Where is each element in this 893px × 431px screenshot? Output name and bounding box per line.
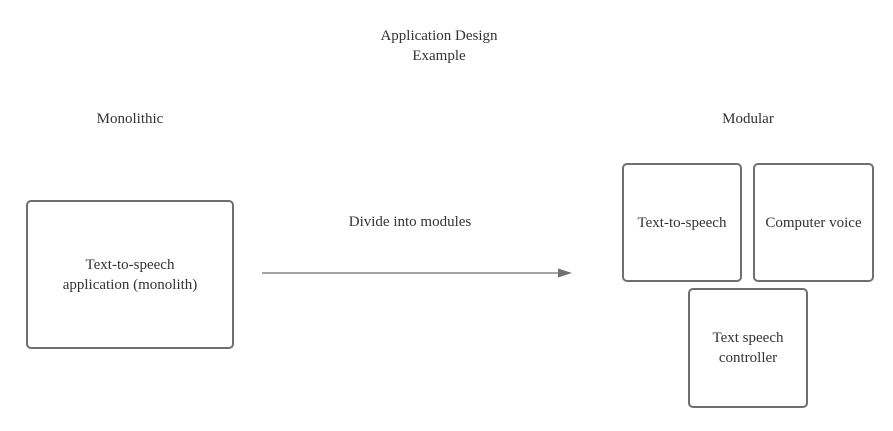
module-label: Text-to-speech	[637, 214, 727, 231]
module-box-text-speech-controller: Text speech controller	[688, 288, 808, 408]
module-box-text-to-speech: Text-to-speech	[622, 163, 742, 282]
module-box-computer-voice: Computer voice	[753, 163, 874, 282]
arrow-label: Divide into modules	[348, 214, 472, 230]
diagram-title-line1: Application Design	[380, 28, 498, 44]
monolithic-heading: Monolithic	[96, 111, 164, 127]
diagram-title-line2: Example	[412, 48, 466, 64]
monolith-box-label: Text-to-speech application (monolith)	[62, 256, 198, 293]
monolith-box: Text-to-speech application (monolith)	[26, 200, 234, 349]
arrow-head	[558, 268, 572, 278]
module-label: Computer voice	[765, 214, 862, 231]
module-label: Text speech controller	[712, 330, 784, 366]
modular-heading: Modular	[722, 111, 774, 127]
